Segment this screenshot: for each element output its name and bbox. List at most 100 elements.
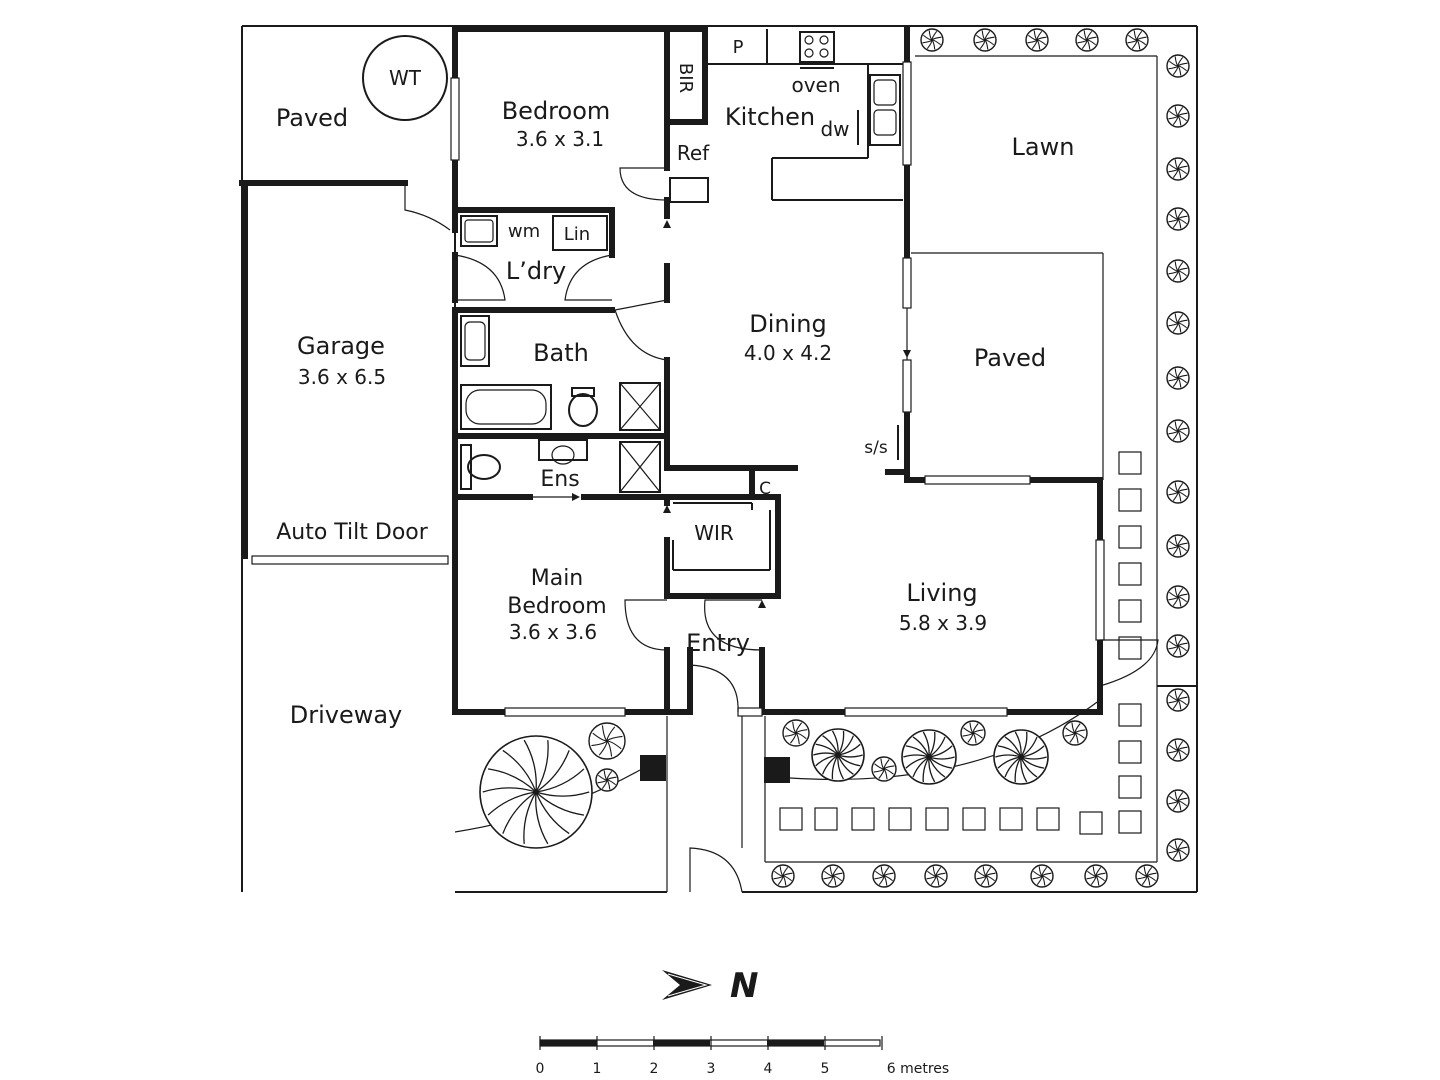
shrub-icon xyxy=(1166,838,1190,862)
shrub-icon xyxy=(974,864,998,888)
ss-label: s/s xyxy=(864,438,888,458)
toilet xyxy=(568,393,598,427)
linen-cupboard xyxy=(552,215,608,251)
shrub-icon xyxy=(1135,864,1159,888)
shrub-icon xyxy=(1084,864,1108,888)
walls xyxy=(239,26,1103,715)
shrub-icon xyxy=(1166,54,1190,78)
shower xyxy=(619,382,661,431)
ref-label: Ref xyxy=(677,141,710,165)
scale-tick-label: 2 xyxy=(650,1061,659,1077)
tree-icon xyxy=(811,728,865,782)
shrub-icon xyxy=(782,719,810,747)
shrub-icon xyxy=(1166,104,1190,128)
shrub-icon xyxy=(1075,28,1099,52)
lin-label: Lin xyxy=(564,224,590,245)
paved-right-label: Paved xyxy=(974,344,1046,372)
scale-tick-label: 1 xyxy=(593,1061,602,1077)
lawn-label: Lawn xyxy=(1012,133,1075,161)
shrub-icon xyxy=(1166,585,1190,609)
shrub-icon xyxy=(1030,864,1054,888)
shrub-icon xyxy=(960,720,986,746)
driveway-label: Driveway xyxy=(290,701,403,729)
cooktop xyxy=(799,31,835,63)
shrub-icon xyxy=(1025,28,1049,52)
ensuite-label: Ens xyxy=(540,467,579,492)
fridge-bench xyxy=(669,177,709,203)
laundry-tub xyxy=(460,215,498,247)
ensuite-shower xyxy=(619,441,661,493)
garage-label: Garage xyxy=(297,332,385,360)
scale-tick-label: 0 xyxy=(536,1061,545,1077)
garage-door xyxy=(251,555,449,565)
north-arrow-icon xyxy=(662,970,712,1000)
shrub-icon xyxy=(1166,480,1190,504)
shrub-icon xyxy=(821,864,845,888)
shrub-icon xyxy=(1166,207,1190,231)
kitchen-sink xyxy=(869,74,901,146)
vanity xyxy=(460,315,490,367)
shrub-icon xyxy=(920,28,944,52)
scale-tick-label: 4 xyxy=(764,1061,773,1077)
bathtub xyxy=(460,384,552,430)
shrub-icon xyxy=(1166,366,1190,390)
entry-label: Entry xyxy=(686,629,750,657)
laundry-label: L’dry xyxy=(506,257,566,285)
shrub-icon xyxy=(973,28,997,52)
kitchen-label: Kitchen xyxy=(725,103,815,131)
shrub-icon xyxy=(771,864,795,888)
shrub-icon xyxy=(1166,634,1190,658)
shrub-icon xyxy=(1166,157,1190,181)
shrub-icon xyxy=(1125,28,1149,52)
shrub-icon xyxy=(1166,688,1190,712)
bir-label: BIR xyxy=(675,63,696,93)
auto-tilt-door-label: Auto Tilt Door xyxy=(276,520,429,545)
cupboard-label: C xyxy=(759,479,771,499)
dining-label: Dining xyxy=(749,310,826,338)
living-label: Living xyxy=(906,579,977,607)
shrub-icon xyxy=(1166,311,1190,335)
bedroom-label: Bedroom xyxy=(502,97,611,125)
main-bedroom-label-1: Main xyxy=(531,566,584,591)
water-tank xyxy=(362,35,448,121)
shrub-icon xyxy=(924,864,948,888)
garden-plants xyxy=(479,28,1190,888)
north-label: N xyxy=(730,966,758,1006)
oven-label: oven xyxy=(791,73,840,97)
bath-label: Bath xyxy=(533,339,589,367)
room-labels: Paved WT Bedroom 3.6 x 3.1 BIR P oven Ki… xyxy=(276,37,1075,729)
scale-bar: 0 1 2 3 4 5 6 metres xyxy=(536,1036,949,1077)
shrub-icon xyxy=(1166,789,1190,813)
main-bedroom-size: 3.6 x 3.6 xyxy=(509,620,597,644)
scale-tick-label: 3 xyxy=(707,1061,716,1077)
property-boundary xyxy=(241,25,1198,893)
garage-size: 3.6 x 6.5 xyxy=(298,365,386,389)
bedroom-size: 3.6 x 3.1 xyxy=(516,127,604,151)
dw-label: dw xyxy=(820,117,849,141)
wm-label: wm xyxy=(508,221,540,242)
shrub-icon xyxy=(871,756,897,782)
living-size: 5.8 x 3.9 xyxy=(899,611,987,635)
north-arrow: N xyxy=(662,966,758,1006)
stepping-stones xyxy=(779,451,1142,835)
tree-icon xyxy=(993,729,1049,785)
scale-tick-label: 5 xyxy=(821,1061,830,1077)
ensuite-toilet xyxy=(467,454,501,480)
water-tank-label: WT xyxy=(389,66,422,90)
pantry-label: P xyxy=(733,37,744,58)
wir-label: WIR xyxy=(694,521,734,545)
shrub-icon xyxy=(588,722,626,760)
main-bedroom-label-2: Bedroom xyxy=(507,594,607,619)
scale-tick-label: 6 metres xyxy=(887,1061,949,1077)
tree-icon xyxy=(901,729,957,785)
shrub-icon xyxy=(872,864,896,888)
windows xyxy=(450,61,1105,717)
fixtures xyxy=(362,29,1158,892)
shrub-icon xyxy=(595,768,619,792)
shrub-icon xyxy=(1166,738,1190,762)
shrub-icon xyxy=(1166,534,1190,558)
shrub-icon xyxy=(1166,259,1190,283)
paved-left-label: Paved xyxy=(276,104,348,132)
ensuite-vanity xyxy=(538,439,588,461)
